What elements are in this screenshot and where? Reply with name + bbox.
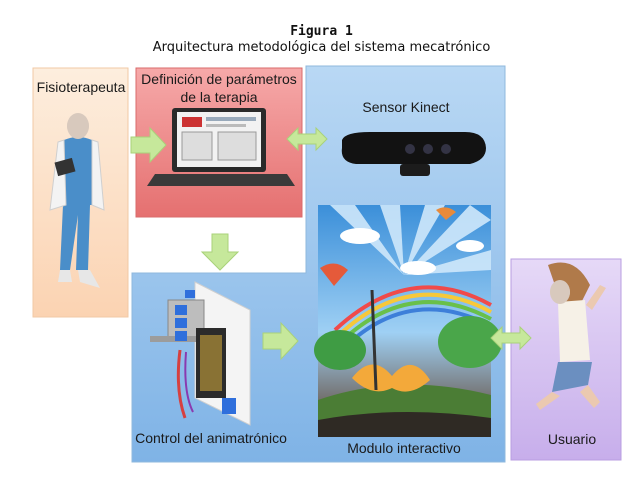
figure-title: Figura 1 [290, 24, 353, 39]
arrow-therapist-to-parameters [130, 126, 167, 164]
therapist-face-blur [67, 113, 89, 139]
control-label: Control del animatrónico [135, 430, 287, 446]
interactive-module-image [314, 205, 502, 437]
parameters-label-line1: Definición de parámetros [141, 71, 297, 87]
arrow-interactive-user [490, 325, 532, 351]
kinect-sensor-image [341, 132, 486, 176]
therapist-label: Fisioterapeuta [37, 79, 126, 95]
user-face-blur [550, 280, 570, 304]
parameters-label-line2: de la terapia [180, 89, 257, 105]
figure-subtitle: Arquitectura metodológica del sistema me… [152, 40, 491, 55]
arrow-parameters-to-control [200, 233, 240, 271]
interactive-label: Modulo interactivo [347, 440, 461, 456]
kinect-label: Sensor Kinect [362, 99, 449, 115]
arrow-parameters-kinect [286, 126, 328, 152]
arrow-control-to-interactive [262, 321, 299, 361]
user-label: Usuario [548, 431, 596, 447]
animatronic-control-image [150, 281, 251, 426]
laptop-image [147, 108, 295, 186]
